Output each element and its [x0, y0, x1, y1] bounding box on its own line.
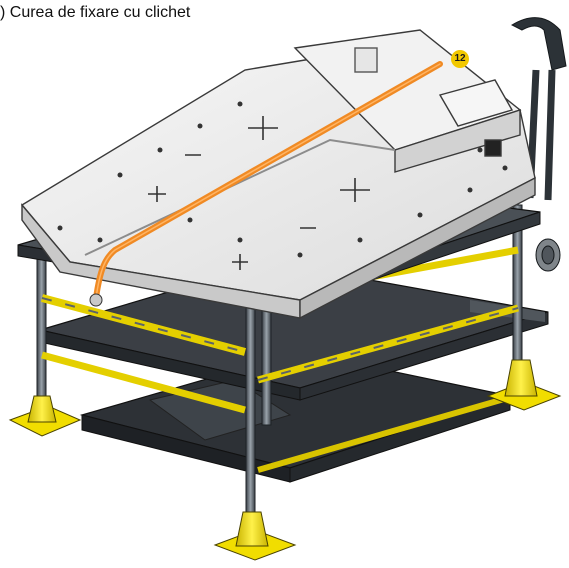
ratchet-strap [93, 61, 443, 301]
middle-plate [37, 261, 549, 401]
pallet-jack-handle [510, 17, 567, 272]
figure-caption: ) Curea de fixare cu clichet [0, 4, 191, 21]
battery-pack [20, 29, 536, 320]
yellow-rods [40, 246, 519, 473]
yellow-feet [8, 359, 562, 561]
strap-hook [89, 293, 103, 307]
support-posts [36, 204, 523, 526]
callout-badge: 12 [451, 50, 469, 68]
pack-bolts [57, 101, 508, 258]
pack-markers [148, 116, 370, 270]
